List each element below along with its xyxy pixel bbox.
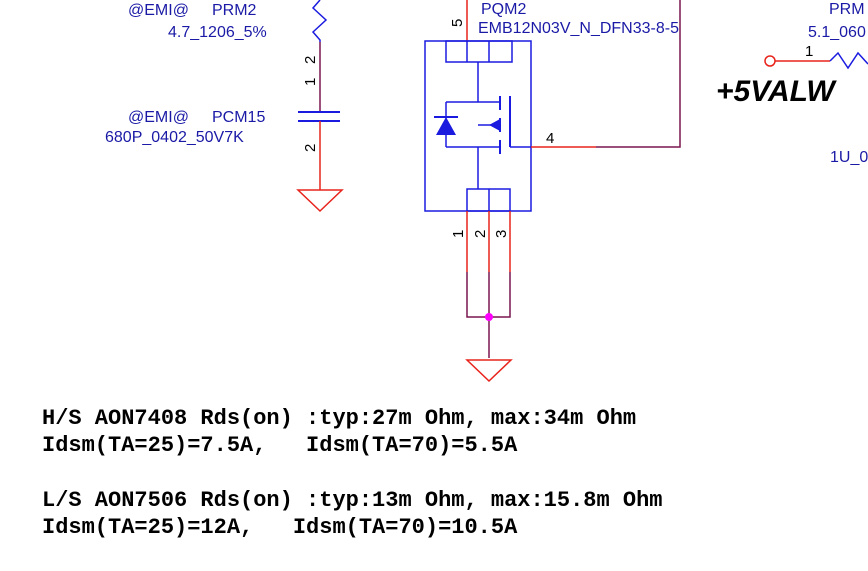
pcm15-pin-2-top: 2 [302,56,319,64]
junction-dot [485,313,493,321]
pqm2-ref: PQM2 [481,1,526,18]
resistor-right [829,51,868,70]
right-resistor-ref: PRM [829,1,865,18]
prm2-variant: @EMI@ [128,2,189,19]
note-line-ls-rds: L/S AON7506 Rds(on) :typ:13m Ohm, max:15… [42,488,663,513]
pcm15-pin-2-bottom: 2 [302,144,319,152]
pqm2-pin-3: 3 [493,230,510,238]
ground-symbol-center [465,359,513,383]
right-cap-value: 1U_0 [830,149,868,166]
pqm2-part: EMB12N03V_N_DFN33-8-5 [478,20,679,37]
ground-symbol-left [296,189,344,213]
pqm2-pin-4: 4 [546,130,554,147]
pcm15-value: 680P_0402_50V7K [105,129,244,146]
pqm2-pin-5: 5 [449,19,466,27]
resistor-prm2 [311,0,328,42]
pqm2-pin-1: 1 [450,230,467,238]
right-resistor-value: 5.1_060 [808,24,866,41]
note-line-ls-idsm: Idsm(TA=25)=12A, Idsm(TA=70)=10.5A [42,515,518,540]
power-pin-circle [764,55,776,67]
right-resistor-pin-1: 1 [805,43,813,60]
prm2-ref: PRM2 [212,2,257,19]
note-line-hs-rds: H/S AON7408 Rds(on) :typ:27m Ohm, max:34… [42,406,636,431]
notes-block: H/S AON7408 Rds(on) :typ:27m Ohm, max:34… [42,406,663,540]
mosfet-pqm2 [424,0,532,212]
prm2-value: 4.7_1206_5% [168,24,267,41]
power-net-label: +5VALW [716,75,837,108]
wire-gate-net [596,0,681,148]
pcm15-pin-1: 1 [302,78,319,86]
note-line-hs-idsm: Idsm(TA=25)=7.5A, Idsm(TA=70)=5.5A [42,433,518,458]
pcm15-ref: PCM15 [212,109,265,126]
pcm15-variant: @EMI@ [128,109,189,126]
capacitor-pcm15 [298,110,340,122]
pqm2-pin-2: 2 [472,230,489,238]
